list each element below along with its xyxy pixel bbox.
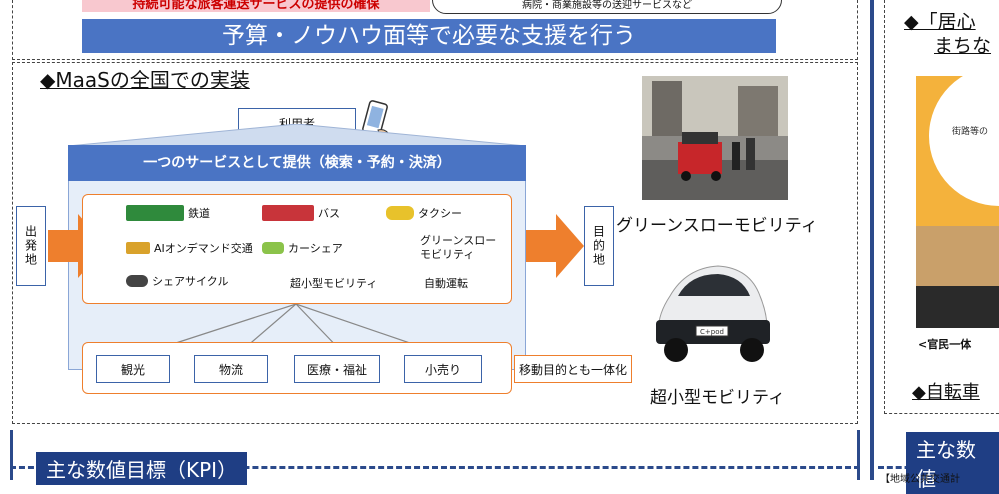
right-photo-caption: <官民一体: [918, 338, 972, 351]
mode-ultra-small: 超小型モビリティ: [290, 277, 378, 290]
maas-section: [12, 62, 858, 424]
bus-icon: [262, 205, 314, 221]
sustainable-service-banner: 持続可能な旅客運送サービスの提供の確保: [82, 0, 430, 12]
top-support-section: [12, 0, 858, 60]
train-icon: [126, 205, 184, 221]
mode-carshare: カーシェア: [262, 240, 343, 256]
destination-arrow: [526, 214, 584, 278]
upward-chevron-arrow: [68, 124, 526, 146]
ultra-small-mobility-photo: C+pod: [656, 265, 770, 362]
right-heading-line2: まちな: [934, 35, 992, 57]
mode-autonomous: 自動運転: [424, 277, 468, 290]
compact-car-icon: [262, 242, 284, 254]
destination-box: 目的地: [584, 206, 614, 286]
purpose-medical-welfare: 医療・福祉: [294, 355, 380, 383]
car-plate: C+pod: [700, 328, 724, 336]
purpose-logistics: 物流: [194, 355, 268, 383]
mode-bus-label: バス: [318, 207, 340, 220]
mode-share-cycle-label: シェアサイクル: [152, 275, 229, 288]
maas-heading: ◆MaaSの全国での実装: [40, 64, 250, 93]
poster-text: 街路等の: [952, 125, 988, 137]
bicycle-heading: ◆自転車: [912, 382, 980, 403]
right-kpi-text: 【地域公共交通計: [880, 474, 960, 485]
service-header: 一つのサービスとして提供（検索・予約・決済）: [68, 145, 526, 181]
right-panel-section: [884, 0, 999, 414]
purpose-retail: 小売り: [404, 355, 482, 383]
kpi-right-border: [857, 430, 860, 480]
kpi-left-border: [10, 430, 13, 480]
pickup-service-note-text: 病院・商業施設等の送迎サービスなど: [522, 0, 692, 11]
origin-box: 出発地: [16, 206, 46, 286]
green-slow-mobility-photo: [642, 76, 788, 200]
kpi-divider: [10, 466, 860, 469]
ultra-small-mobility-caption: 超小型モビリティ: [650, 388, 785, 408]
mode-ai-demand: AIオンデマンド交通: [126, 240, 253, 256]
mode-share-cycle: シェアサイクル: [126, 273, 228, 289]
bicycle-icon: [126, 275, 148, 287]
van-icon: [126, 242, 150, 254]
mode-carshare-label: カーシェア: [288, 242, 343, 255]
mode-railway-label: 鉄道: [188, 207, 210, 220]
mode-green-slow: グリーンスロー モビリティ: [420, 234, 497, 261]
support-blue-bar: 予算・ノウハウ面等で必要な支援を行う: [82, 19, 776, 53]
taxi-icon: [386, 206, 414, 220]
street-poster-image: 街路等の: [916, 76, 999, 328]
pickup-service-note: 病院・商業施設等の送迎サービスなど: [432, 0, 782, 14]
mode-taxi: タクシー: [386, 205, 462, 221]
purpose-tourism: 観光: [96, 355, 170, 383]
purpose-integration-note: 移動目的とも一体化: [514, 355, 632, 383]
kpi-title: 主な数値目標（KPI）: [36, 452, 248, 485]
mode-railway: 鉄道: [126, 205, 210, 221]
green-slow-mobility-caption: グリーンスローモビリティ: [616, 216, 818, 236]
mode-ai-demand-label: AIオンデマンド交通: [154, 242, 253, 255]
right-panel-border: [870, 0, 874, 480]
right-heading: ◆「居心 まちな: [904, 10, 991, 58]
mode-bus: バス: [262, 205, 340, 221]
maas-heading-text: ◆MaaSの全国での実装: [40, 68, 250, 92]
mode-taxi-label: タクシー: [418, 207, 462, 220]
right-heading-line1: ◆「居心: [904, 11, 976, 33]
